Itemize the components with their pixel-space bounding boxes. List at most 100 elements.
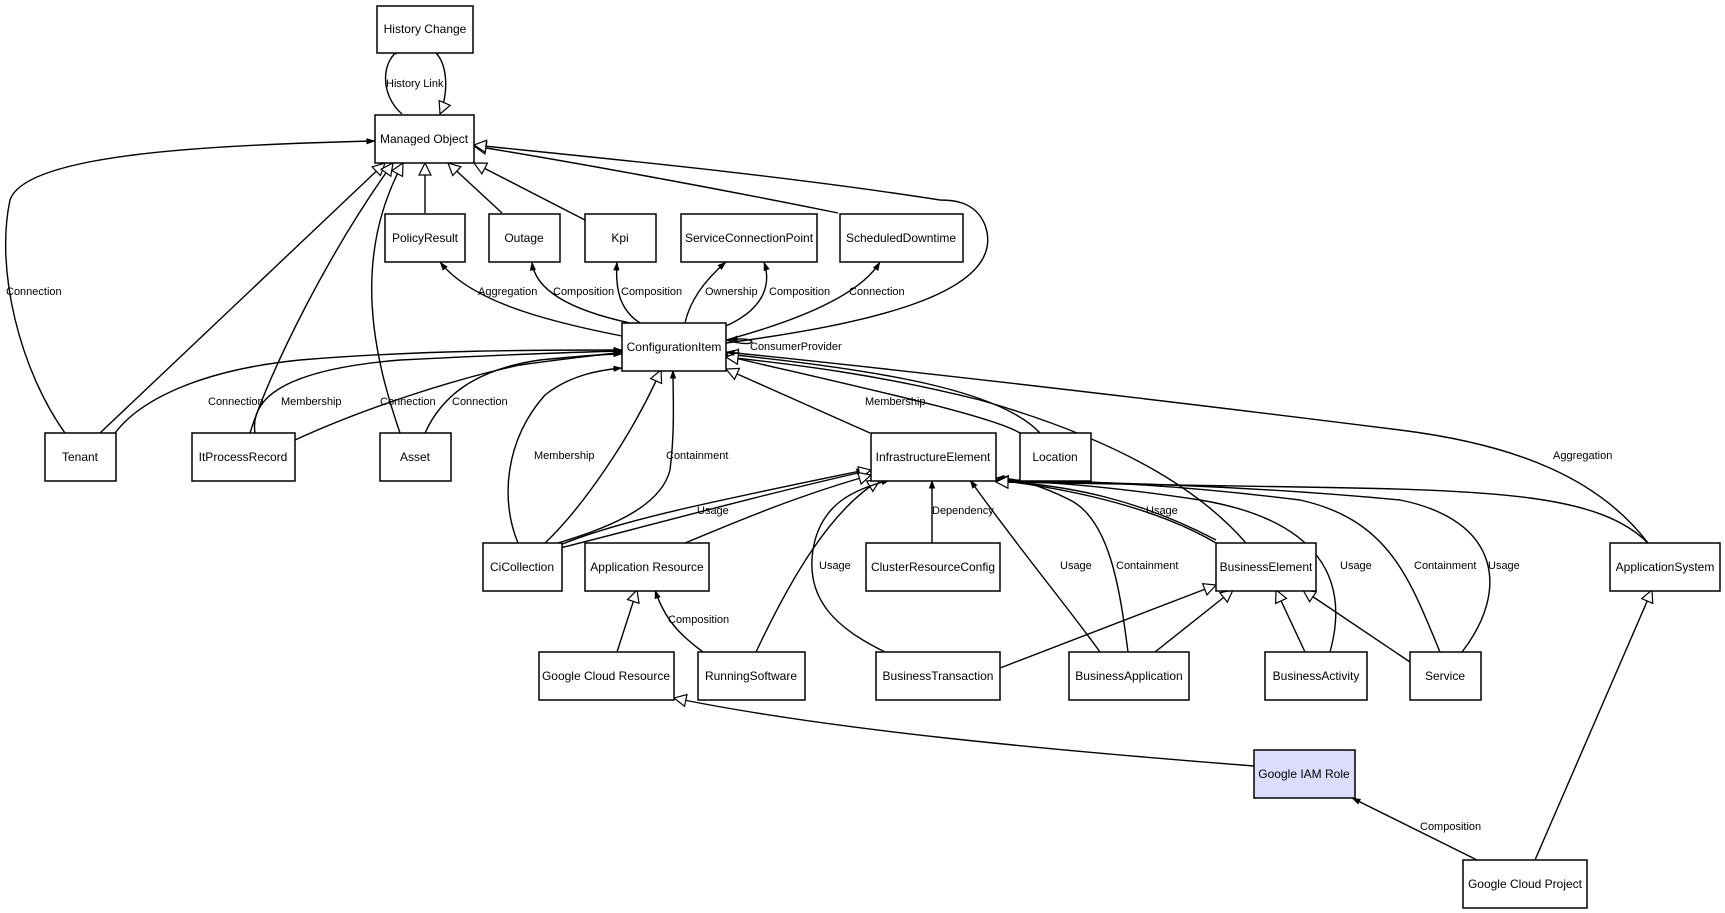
node-business-element[interactable]: BusinessElement [1215,542,1317,592]
edge-label-ba-ie-usage: Usage [1060,560,1092,572]
edge-bt-ie-usage [811,479,891,653]
edge-appsys-ie-inheritance [996,482,1649,544]
edge-ci-kpi-composition [613,261,641,324]
node-location[interactable]: Location [1019,432,1092,482]
svg-text:ScheduledDowntime: ScheduledDowntime [846,231,956,245]
edge-rs-ie-inheritance [755,480,880,653]
edge-label-svc-ie-containment: Containment [1414,560,1476,572]
svg-text:ServiceConnectionPoint: ServiceConnectionPoint [685,231,814,245]
edge-ci-policy-aggregation [439,261,623,337]
edge-label-ipr-ci-connection: Connection [380,396,436,408]
svg-text:ConfigurationItem: ConfigurationItem [627,340,722,354]
edge-gcp-iam-composition [1351,797,1478,861]
node-ci-collection[interactable]: CiCollection [482,542,563,592]
edge-label-ci-kpi-composition: Composition [621,286,682,298]
edge-tenant-mo-inheritance [99,163,385,434]
svg-text:CiCollection: CiCollection [490,560,554,574]
edge-ci-outage-composition [529,261,631,324]
nodes: History Change Managed Object PolicyResu… [44,5,1721,909]
edge-be-ie-inheritance [996,481,1217,541]
svg-text:Kpi: Kpi [611,231,628,245]
node-configuration-item[interactable]: ConfigurationItem [621,322,727,372]
edge-appsys-ci-aggregation [725,349,1649,544]
node-business-application[interactable]: BusinessApplication [1068,651,1190,701]
edge-ci-consumer-provider [725,335,753,345]
svg-text:Google Cloud Resource: Google Cloud Resource [542,669,670,683]
node-google-cloud-resource[interactable]: Google Cloud Resource [538,651,675,701]
edge-label-cicoll-ci-containment: Containment [666,450,728,462]
edge-ci-sd-connection [725,261,881,341]
node-kpi[interactable]: Kpi [584,213,657,263]
edge-cicoll-ci-inheritance [544,370,661,544]
edge-iam-gcr-inheritance [674,698,1255,767]
edge-label-bt-ie-usage: Usage [819,560,851,572]
edge-svc-be-inheritance [1303,590,1411,663]
edge-ipr-ci-membership [253,348,623,434]
node-scheduled-downtime[interactable]: ScheduledDowntime [839,213,964,263]
node-outage[interactable]: Outage [488,213,561,263]
edge-gcr-ar-inheritance [616,590,637,653]
edge-bt-be-inheritance [999,585,1216,669]
edge-ar-ie-inheritance [684,475,871,544]
node-business-transaction[interactable]: BusinessTransaction [875,651,1001,701]
svg-text:ClusterResourceConfig: ClusterResourceConfig [871,560,995,574]
node-it-process-record[interactable]: ItProcessRecord [191,432,296,482]
node-asset[interactable]: Asset [379,432,452,482]
node-policy-result[interactable]: PolicyResult [384,213,466,263]
svg-text:Google Cloud Project: Google Cloud Project [1468,877,1583,891]
svg-text:BusinessElement: BusinessElement [1220,560,1313,574]
edge-label-history-link: History Link [386,78,444,90]
node-history-change[interactable]: History Change [376,5,474,54]
svg-text:Outage: Outage [504,231,544,245]
edge-rs-ar-composition [654,589,704,653]
svg-text:Managed Object: Managed Object [380,132,469,146]
edge-tenant-mo-connection [4,138,376,434]
edge-label-be-ie-usage: Usage [1146,505,1178,517]
edge-label-ipr-ci-membership: Membership [281,396,342,408]
edge-label-gcp-iam-composition: Composition [1420,821,1481,833]
svg-text:Application Resource: Application Resource [590,560,704,574]
node-cluster-resource-config[interactable]: ClusterResourceConfig [865,542,1001,592]
node-running-software[interactable]: RunningSoftware [697,651,806,701]
node-google-cloud-project[interactable]: Google Cloud Project [1462,859,1588,909]
edge-label-tenant-mo-connection: Connection [6,286,62,298]
node-managed-object[interactable]: Managed Object [374,114,475,164]
node-service-connection-point[interactable]: ServiceConnectionPoint [680,213,818,263]
edge-label-appsys-ci-aggregation: Aggregation [1553,450,1612,462]
svg-text:ItProcessRecord: ItProcessRecord [199,450,288,464]
node-google-iam-role[interactable]: Google IAM Role [1253,749,1356,799]
edge-ci-scp-composition [715,261,770,331]
svg-text:ApplicationSystem: ApplicationSystem [1616,560,1715,574]
svg-text:Location: Location [1032,450,1077,464]
edge-ipr-mo-inheritance [249,163,393,434]
node-infrastructure-element[interactable]: InfrastructureElement [870,432,997,482]
edge-label-ci-scp-composition: Composition [769,286,830,298]
svg-text:Google IAM Role: Google IAM Role [1258,767,1350,781]
svg-text:BusinessApplication: BusinessApplication [1075,669,1182,683]
node-application-system[interactable]: ApplicationSystem [1609,542,1721,592]
edge-kpi-mo-inheritance [474,162,586,221]
node-application-resource[interactable]: Application Resource [584,542,710,592]
svg-text:PolicyResult: PolicyResult [392,231,459,245]
edge-labels: History Link Connection Aggregation Comp… [6,78,1612,833]
edge-asset-ci-connection [424,350,623,434]
node-tenant[interactable]: Tenant [44,432,117,482]
edge-label-ci-policy-aggregation: Aggregation [478,286,537,298]
edge-gcp-appsys-inheritance [1534,590,1652,861]
edge-label-bact-ie-usage: Usage [1340,560,1372,572]
edge-label-crc-ie-dependency: Dependency [932,505,994,517]
edge-label-cicoll-ie-usage: Usage [697,505,729,517]
edge-cicoll-ci-containment [557,369,677,544]
node-service[interactable]: Service [1409,651,1482,701]
edge-label-rs-ar-composition: Composition [668,614,729,626]
edge-cicoll-ci-membership [507,365,623,544]
edge-location-ci-membership [725,354,1021,434]
edge-label-ba-ie-containment: Containment [1116,560,1178,572]
edge-cicoll-ie-usage [559,468,866,546]
edge-ie-ci-inheritance [726,369,871,434]
edge-ci-scp-ownership [684,261,727,324]
edge-label-ci-scp-ownership: Ownership [705,286,758,298]
svg-text:InfrastructureElement: InfrastructureElement [876,450,991,464]
edge-ba-be-inheritance [1154,590,1233,653]
node-business-activity[interactable]: BusinessActivity [1264,651,1368,701]
